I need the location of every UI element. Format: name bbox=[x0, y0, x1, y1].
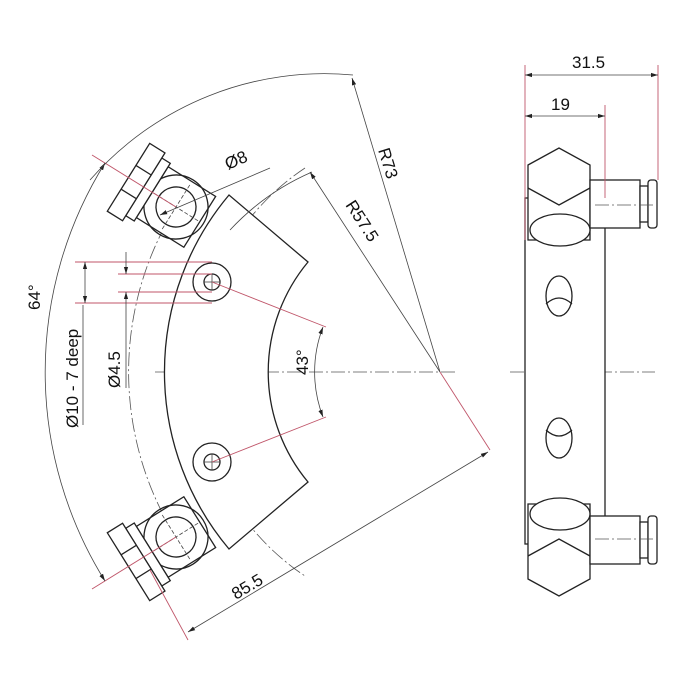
r73-leader bbox=[351, 77, 441, 373]
side-view: 31.5 19 bbox=[510, 53, 659, 597]
r73-label: R73 bbox=[374, 146, 401, 181]
dia8-label: Ø8 bbox=[222, 147, 250, 174]
width-85-5-dimension bbox=[187, 451, 489, 633]
angle-64-label: 64° bbox=[25, 284, 44, 310]
arc-segment-body bbox=[163, 194, 309, 550]
side-body bbox=[524, 197, 606, 545]
angle-64-dimension bbox=[44, 162, 106, 582]
angle-43-dimension bbox=[314, 326, 324, 418]
angle-43-label: 43° bbox=[293, 349, 312, 375]
counterbore-label: Ø10 - 7 deep bbox=[63, 329, 82, 428]
depth-19-label: 19 bbox=[551, 95, 570, 114]
width-85-5-label: 85.5 bbox=[228, 570, 266, 603]
r57-5-leader bbox=[309, 171, 441, 373]
front-view: 64° R73 R57.5 Ø8 Ø10 - 7 deep Ø4.5 43° 8… bbox=[25, 73, 491, 641]
dia4-5-label: Ø4.5 bbox=[105, 351, 124, 388]
side-fitting-bottom bbox=[527, 497, 658, 597]
dia8-leader bbox=[159, 167, 271, 216]
side-fitting-top bbox=[527, 147, 658, 247]
fitting-pitch-circle bbox=[128, 206, 177, 538]
side-hole-bottom bbox=[545, 417, 573, 459]
depth-31-5-label: 31.5 bbox=[572, 53, 605, 72]
side-hole-top bbox=[545, 275, 573, 317]
r57-5-label: R57.5 bbox=[342, 197, 383, 245]
